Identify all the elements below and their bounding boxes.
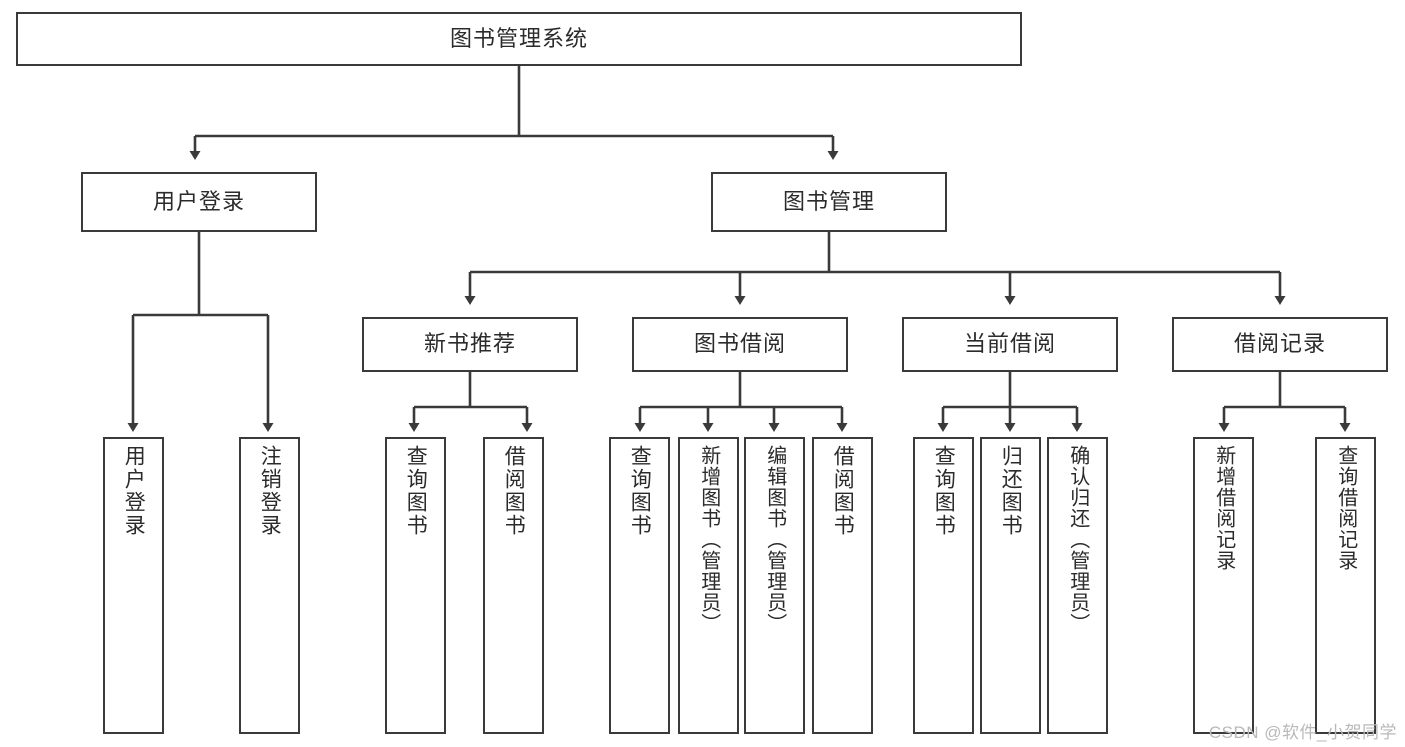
node-leaf-query-book-recommend[interactable]: 查询图书 <box>385 437 446 734</box>
node-label: 注销登录 <box>258 445 282 537</box>
node-leaf-query-borrow-record[interactable]: 查询借阅记录 <box>1315 437 1376 734</box>
node-leaf-add-borrow-record[interactable]: 新增借阅记录 <box>1193 437 1254 734</box>
node-label: 当前借阅 <box>963 331 1056 357</box>
node-label: 用户登录 <box>152 188 245 214</box>
node-leaf-borrow-book-recommend[interactable]: 借阅图书 <box>483 437 544 734</box>
node-label: 新增借阅记录 <box>1212 445 1235 571</box>
node-new-book-recommend[interactable]: 新书推荐 <box>362 317 578 372</box>
node-label: 借阅记录 <box>1233 331 1326 357</box>
csdn-watermark: CSDN @软件_小贺同学 <box>1208 723 1397 742</box>
node-label: 图书管理系统 <box>449 25 588 51</box>
node-leaf-user-login[interactable]: 用户登录 <box>103 437 164 734</box>
node-label: 查询图书 <box>404 445 428 537</box>
node-leaf-add-book-admin[interactable]: 新增图书（管理员） <box>678 437 739 734</box>
node-label: 图书借阅 <box>693 331 786 357</box>
node-label: 图书管理 <box>782 188 875 214</box>
node-label: 用户登录 <box>122 445 146 537</box>
node-label: 查询借阅记录 <box>1334 445 1357 571</box>
node-leaf-borrow-book[interactable]: 借阅图书 <box>812 437 873 734</box>
node-leaf-edit-book-admin[interactable]: 编辑图书（管理员） <box>744 437 805 734</box>
node-root-system[interactable]: 图书管理系统 <box>16 12 1022 66</box>
node-leaf-query-book-current[interactable]: 查询图书 <box>913 437 974 734</box>
node-label: 查询图书 <box>932 445 956 537</box>
node-label: 归还图书 <box>999 445 1023 537</box>
node-user-login[interactable]: 用户登录 <box>81 172 317 232</box>
node-label: 借阅图书 <box>502 445 526 537</box>
node-label: 查询图书 <box>628 445 652 537</box>
node-label: 新书推荐 <box>423 331 516 357</box>
node-label: 确认归还（管理员） <box>1066 445 1089 634</box>
node-label: 借阅图书 <box>831 445 855 537</box>
node-leaf-confirm-return-admin[interactable]: 确认归还（管理员） <box>1047 437 1108 734</box>
node-label: 编辑图书（管理员） <box>763 445 786 634</box>
node-book-borrow[interactable]: 图书借阅 <box>632 317 848 372</box>
node-borrow-record[interactable]: 借阅记录 <box>1172 317 1388 372</box>
node-leaf-return-book[interactable]: 归还图书 <box>980 437 1041 734</box>
node-leaf-logout[interactable]: 注销登录 <box>239 437 300 734</box>
node-current-borrow[interactable]: 当前借阅 <box>902 317 1118 372</box>
node-leaf-query-book-borrow[interactable]: 查询图书 <box>609 437 670 734</box>
node-label: 新增图书（管理员） <box>697 445 720 634</box>
node-book-management[interactable]: 图书管理 <box>711 172 947 232</box>
